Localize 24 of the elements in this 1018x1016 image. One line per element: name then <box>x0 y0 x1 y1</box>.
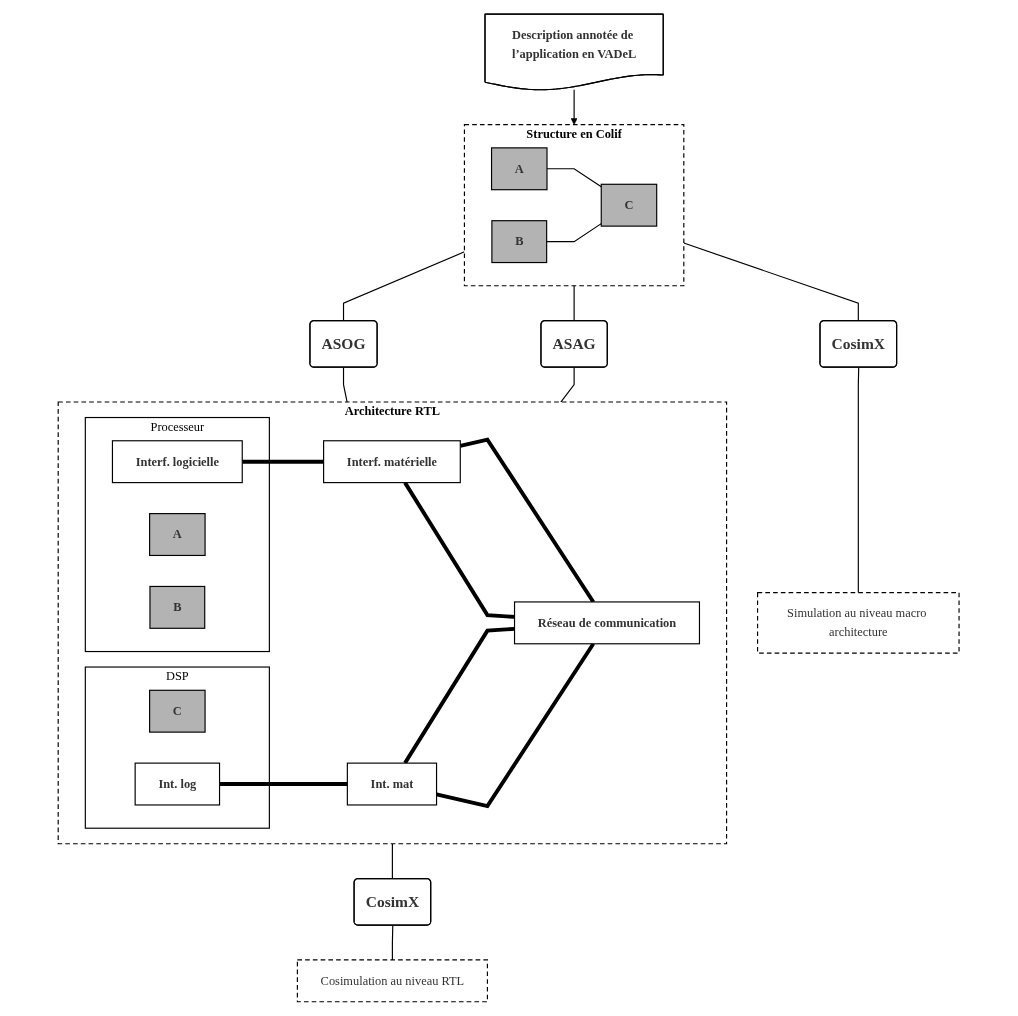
connector <box>460 437 596 603</box>
node-box: B <box>149 585 206 629</box>
node-box: Réseau de communication <box>514 601 701 645</box>
node-box: C <box>149 689 207 733</box>
node-box: Interf. logicielle <box>112 440 244 484</box>
connector <box>573 285 576 322</box>
node-box: Int. log <box>134 762 221 806</box>
arrow <box>571 89 578 125</box>
node-box: A <box>149 513 207 557</box>
node-box: Simulation au niveau macro architecture <box>757 592 960 654</box>
connector <box>219 782 348 786</box>
node-box: Interf. matérielle <box>323 440 462 484</box>
connector <box>560 366 576 403</box>
connector <box>858 366 860 594</box>
node-box: B <box>491 220 548 264</box>
node-box: Int. mat <box>347 762 438 806</box>
node-box: A <box>491 147 548 191</box>
connector <box>242 459 324 464</box>
connector <box>392 843 394 880</box>
connector <box>436 642 596 809</box>
node-box: Cosimulation au niveau RTL <box>297 959 489 1003</box>
connector <box>392 924 394 961</box>
node-box: C <box>601 183 658 227</box>
connector <box>343 366 349 403</box>
